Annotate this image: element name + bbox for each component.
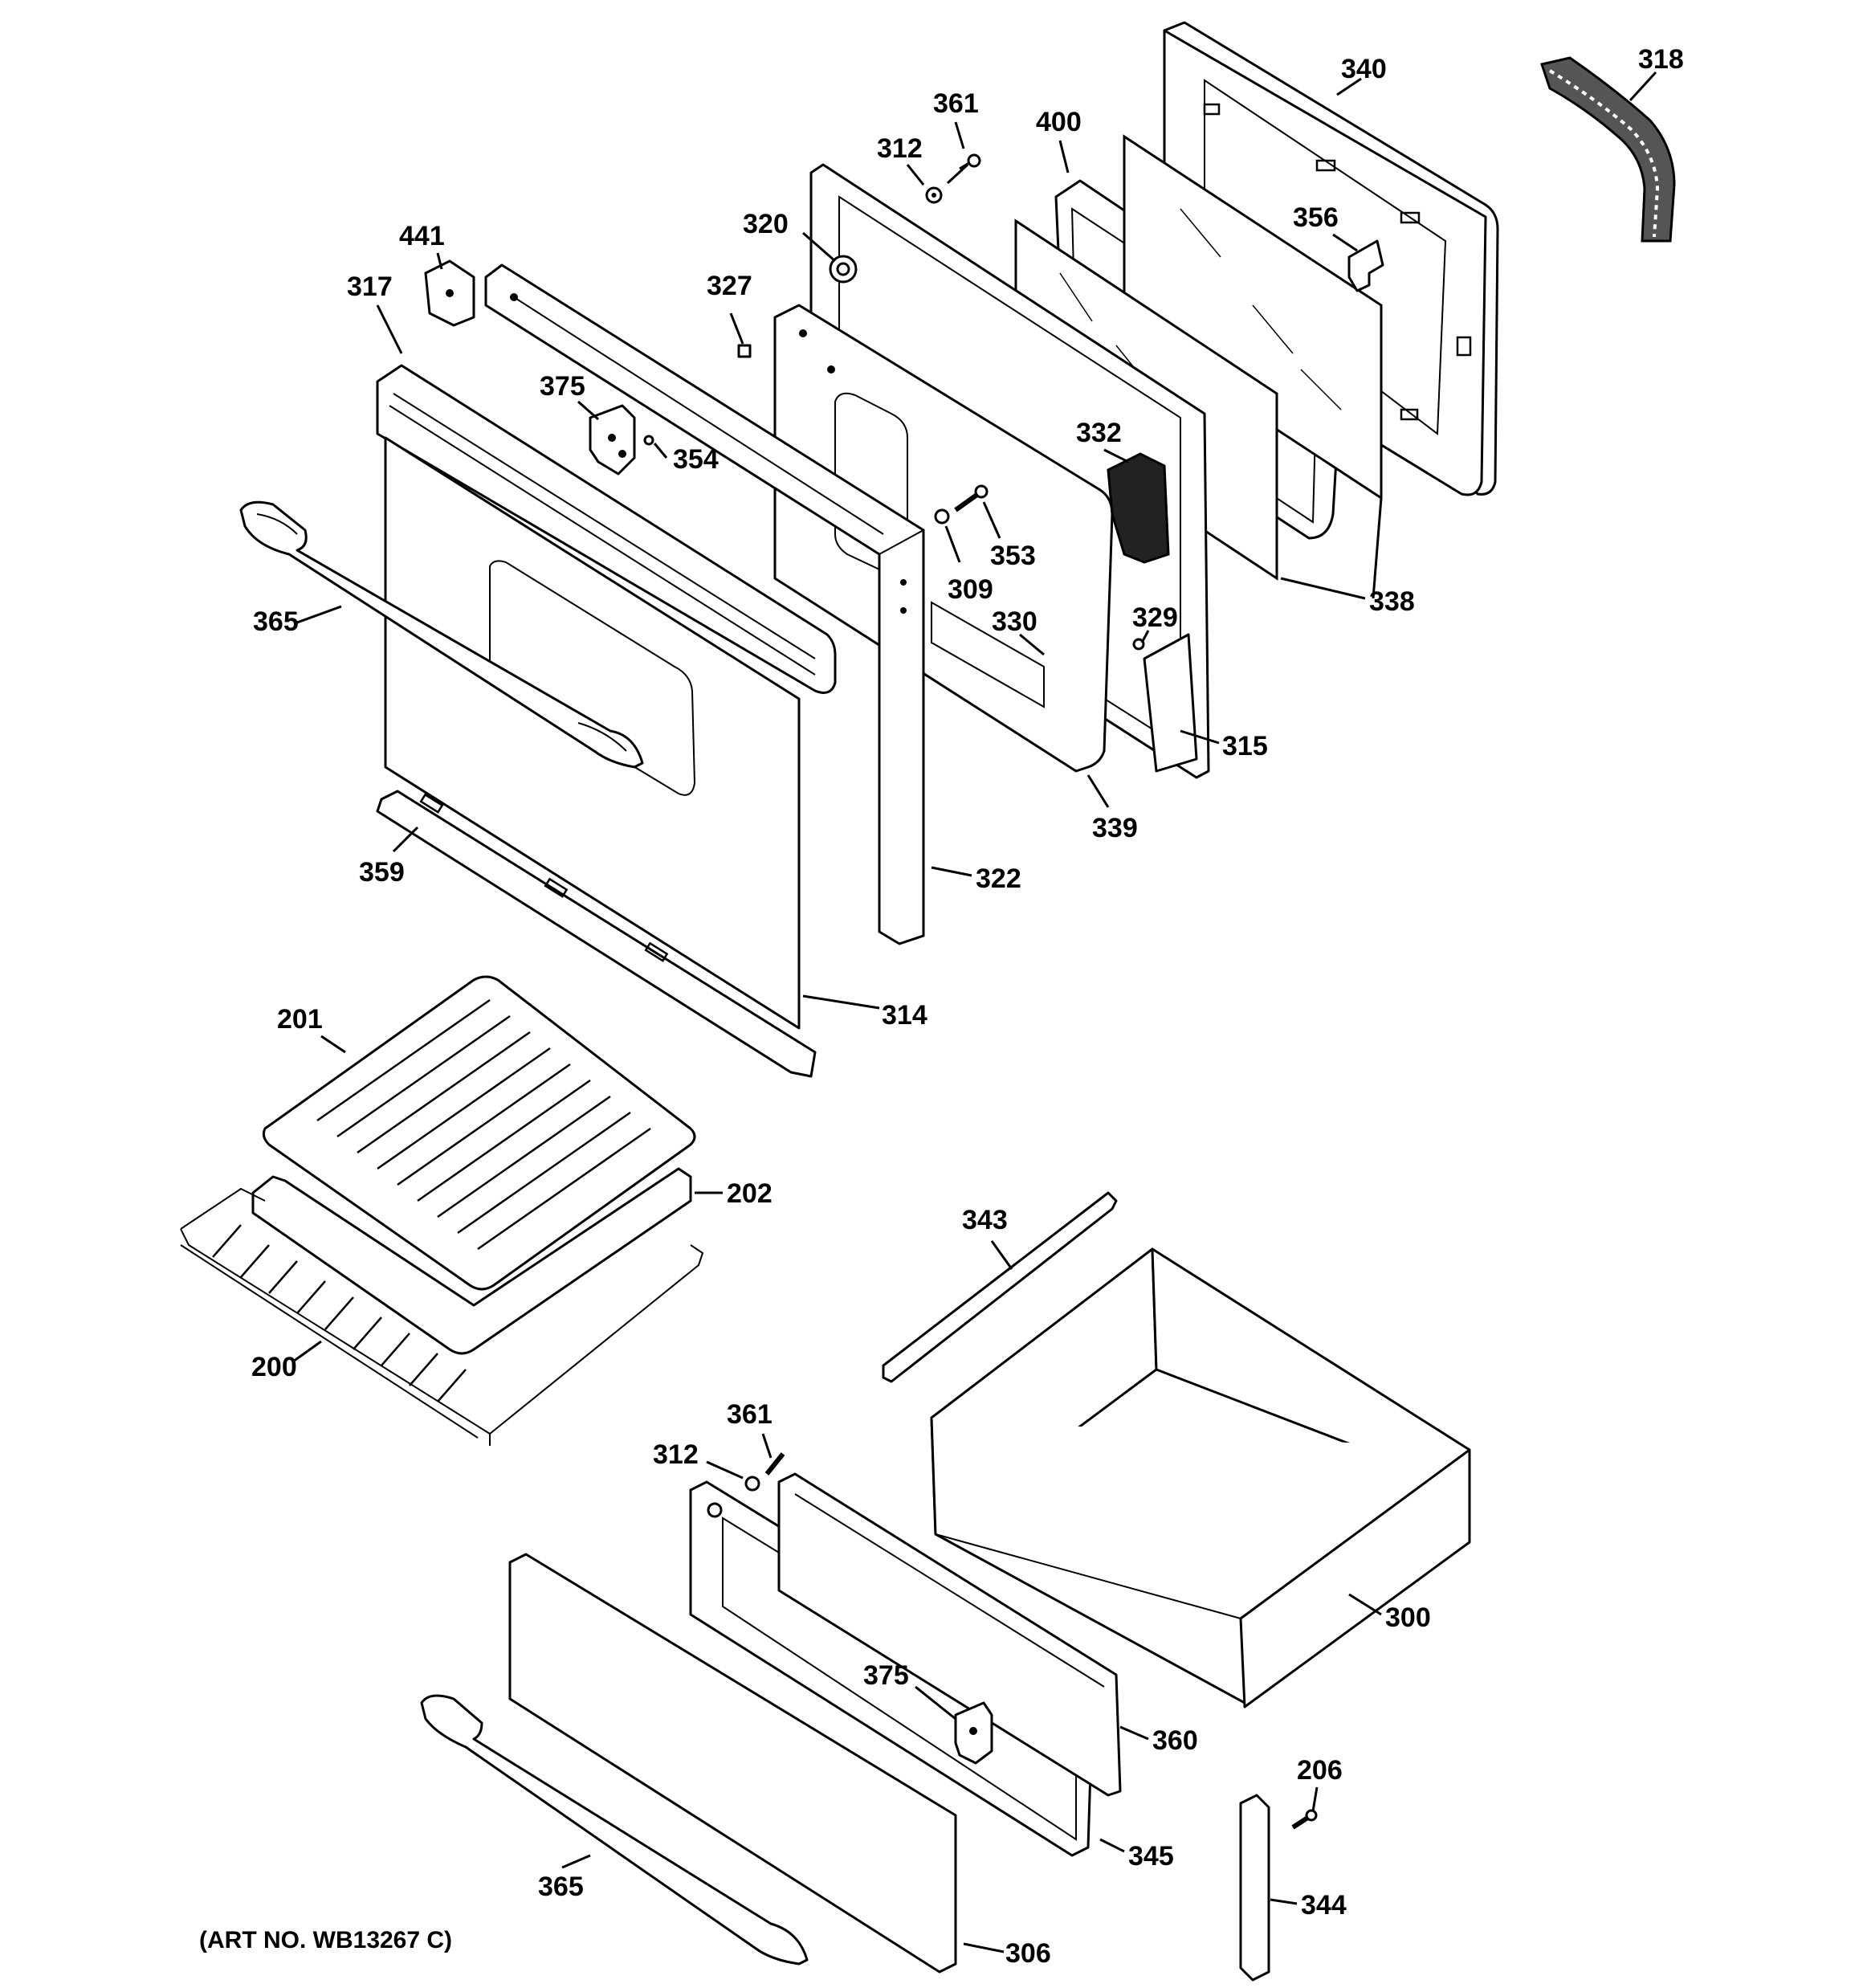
door-gasket-318 <box>1540 56 1676 243</box>
callout-359: 359 <box>359 857 405 888</box>
callout-322: 322 <box>976 863 1021 894</box>
drawer-front-306 <box>508 1553 957 1974</box>
callout-339: 339 <box>1092 813 1138 843</box>
spacer-320 <box>829 255 858 284</box>
callout-400: 400 <box>1036 107 1082 137</box>
callout-312-upper: 312 <box>877 133 923 164</box>
callout-202: 202 <box>727 1178 773 1209</box>
oven-rack-200 <box>180 1187 704 1446</box>
callout-360: 360 <box>1152 1725 1198 1756</box>
inner-door-panel-339 <box>773 304 1114 773</box>
washer-312-upper <box>925 186 943 204</box>
callout-206: 206 <box>1297 1755 1343 1786</box>
callout-361-lower: 361 <box>727 1399 773 1430</box>
drawer-box-300 <box>930 1247 1471 1708</box>
callout-365-lower: 365 <box>538 1872 584 1902</box>
drawer-rail-343 <box>882 1191 1118 1383</box>
callout-300: 300 <box>1385 1602 1431 1633</box>
art-number: (ART NO. WB13267 C) <box>199 1927 452 1953</box>
leader-lines <box>292 71 1657 1953</box>
side-trim-322 <box>484 263 925 945</box>
screw-354 <box>643 435 654 446</box>
trim-bracket-441 <box>424 259 475 327</box>
drawer-slide-344 <box>1239 1794 1270 1982</box>
callout-309: 309 <box>948 574 993 605</box>
door-bottom-trim-359 <box>376 790 817 1078</box>
hinge-375-upper <box>589 404 636 476</box>
callout-329: 329 <box>1132 602 1178 633</box>
drawer-handle-365-lower <box>420 1694 809 1966</box>
callout-314: 314 <box>882 1000 927 1031</box>
callout-318: 318 <box>1638 44 1684 75</box>
hinge-clip-356 <box>1347 239 1384 292</box>
callout-332: 332 <box>1076 418 1122 448</box>
callout-330: 330 <box>992 606 1037 637</box>
broiler-slots <box>316 998 651 1251</box>
callout-344: 344 <box>1301 1890 1347 1921</box>
callout-312-lower: 312 <box>653 1439 699 1470</box>
callout-343: 343 <box>962 1205 1008 1235</box>
door-handle-365-upper <box>239 500 644 769</box>
callout-338: 338 <box>1369 586 1415 617</box>
door-top-trim-317 <box>376 364 837 694</box>
callout-315: 315 <box>1222 731 1268 761</box>
screw-361-lower <box>764 1452 785 1476</box>
broiler-pan-insert-201 <box>262 975 696 1291</box>
callout-labels: 318 340 400 361 312 320 356 441 317 327 … <box>251 44 1684 1969</box>
callout-365-upper: 365 <box>253 606 299 637</box>
callout-441: 441 <box>399 221 445 251</box>
callout-361-upper: 361 <box>933 88 979 119</box>
callout-356: 356 <box>1293 202 1339 233</box>
screw-361-upper <box>946 153 981 185</box>
callout-353: 353 <box>990 541 1036 571</box>
hinge-375-lower <box>954 1701 993 1765</box>
callout-375-lower: 375 <box>863 1660 909 1691</box>
clip-327 <box>737 344 752 358</box>
callout-201: 201 <box>277 1004 323 1035</box>
callout-200: 200 <box>251 1352 297 1382</box>
washer-312-lower <box>744 1476 760 1492</box>
callout-320: 320 <box>743 209 789 239</box>
callout-317: 317 <box>347 271 393 302</box>
bracket-332 <box>1107 452 1170 564</box>
washer-309 <box>934 508 950 525</box>
broiler-pan-202 <box>251 1167 692 1355</box>
drawer-inner-frame-360 <box>777 1472 1122 1797</box>
callout-345: 345 <box>1128 1841 1174 1872</box>
bolt-353 <box>954 484 989 512</box>
callout-354: 354 <box>673 444 719 475</box>
screw-206 <box>1291 1809 1318 1830</box>
callout-340: 340 <box>1341 54 1387 84</box>
callout-306: 306 <box>1005 1938 1051 1969</box>
callout-375-upper: 375 <box>540 371 585 402</box>
callout-327: 327 <box>707 271 752 301</box>
